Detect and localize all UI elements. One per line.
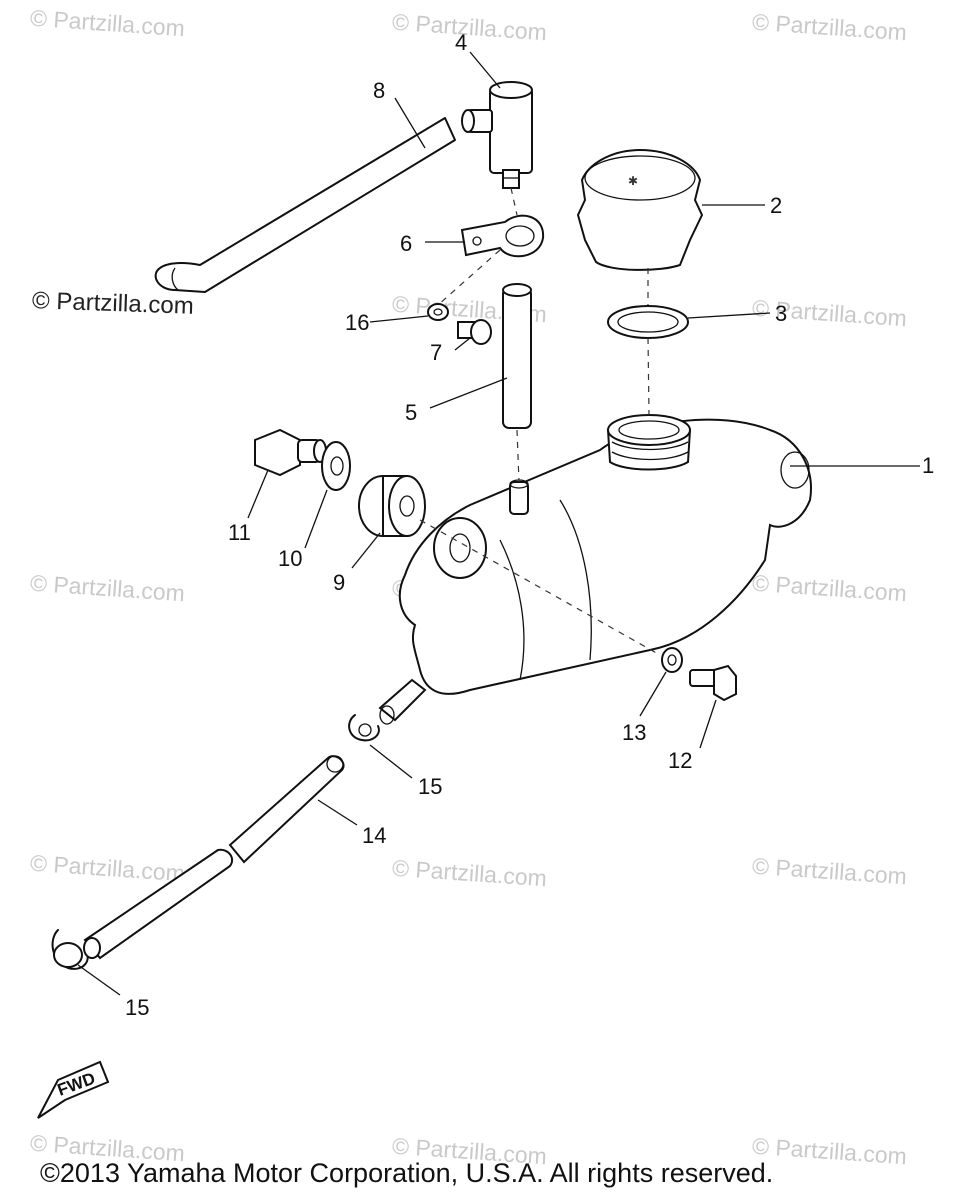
copyright-notice: ©2013 Yamaha Motor Corporation, U.S.A. A… [40,1158,774,1188]
callout-1: 1 [922,453,935,478]
callout-7: 7 [430,340,443,365]
callout-14: 14 [362,823,387,848]
callout-2: 2 [770,193,783,218]
callout-9: 9 [333,570,346,595]
fwd-arrow: FWD [37,1060,110,1119]
part-10-washer [321,441,351,491]
part-8-vent-hose [154,117,456,293]
callout-6: 6 [400,231,413,256]
part-13-washer [661,647,683,673]
part-11-bolt [254,428,327,477]
callout-4: 4 [455,30,468,55]
callout-8: 8 [373,78,386,103]
callout-15-upper: 15 [418,774,443,799]
svg-text:✱: ✱ [628,174,638,188]
part-5-pipe [502,283,532,429]
callout-10: 10 [278,546,303,571]
part-6-clamp [460,214,545,258]
callout-13: 13 [622,720,647,745]
callout-5: 5 [405,400,418,425]
part-3-gasket [607,305,689,339]
callout-15-lower: 15 [125,995,150,1020]
part-2-filler-cap: ✱ [576,148,704,271]
part-16-washer [427,303,449,321]
part-15-clip-lower [51,929,89,970]
part-14-fuel-hose [83,755,345,960]
callout-3: 3 [775,301,788,326]
part-9-grommet [358,475,426,537]
part-4-breather-fitting [461,81,533,189]
part-15-clip-upper [348,714,380,742]
part-12-bolt [689,664,737,702]
callout-16: 16 [345,310,370,335]
part-7-screw [457,319,492,345]
callout-12: 12 [668,748,693,773]
part-1-tank [378,414,812,725]
leader-lines [77,51,920,996]
callout-11: 11 [228,520,251,545]
